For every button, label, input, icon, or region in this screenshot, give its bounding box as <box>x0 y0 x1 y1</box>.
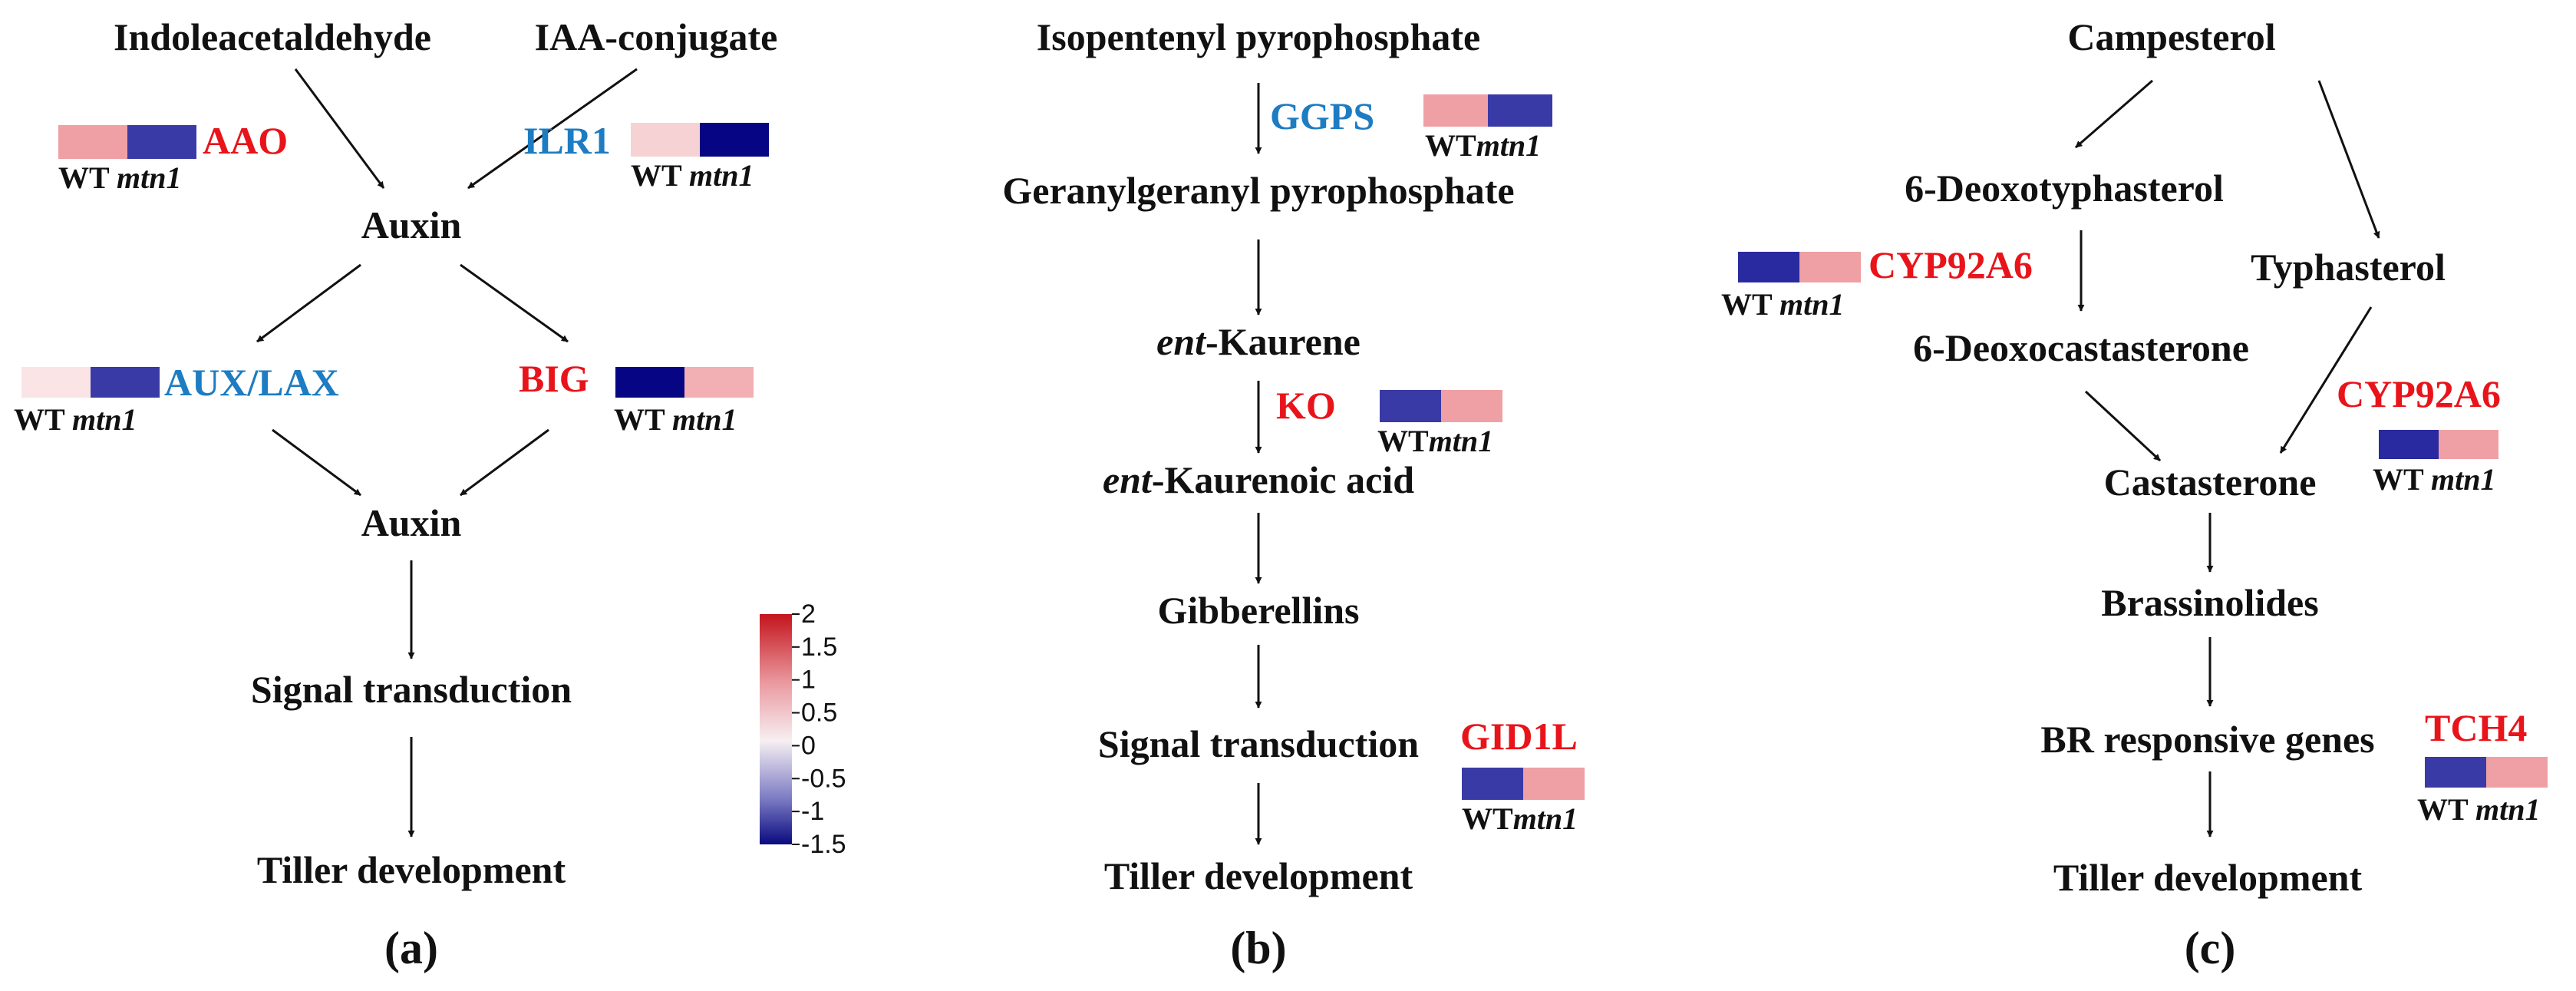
wt-mtn1-label: WTmtn1 <box>1425 128 1541 163</box>
gene-label-tch4: TCH4 <box>2425 706 2527 749</box>
node-iaa-conjugate: IAA-conjugate <box>535 15 778 58</box>
wt-mtn1-label: WT mtn1 <box>2373 462 2495 497</box>
heatmap-ggps <box>1423 94 1552 127</box>
heatmap-gid1l <box>1462 768 1585 800</box>
node-tiller-development: Tiller development <box>1104 854 1413 897</box>
heat-cell-mtn1 <box>700 123 769 157</box>
color-scale-tick-label: 0.5 <box>801 699 837 728</box>
heatmap-ko <box>1380 390 1502 422</box>
wt-mtn1-label: WT mtn1 <box>631 158 754 193</box>
heat-cell-mtn1 <box>1441 390 1502 422</box>
heat-cell-wt <box>1462 768 1523 800</box>
heat-cell-wt <box>1423 94 1488 127</box>
wt-mtn1-label: WT mtn1 <box>14 402 137 437</box>
gene-label-aao: AAO <box>203 119 288 162</box>
color-scale-tick-label: 1 <box>801 666 816 695</box>
node-signal-transduction: Signal transduction <box>251 668 572 711</box>
heat-cell-mtn1 <box>684 367 754 398</box>
heat-cell-wt <box>1738 252 1799 282</box>
heat-cell-mtn1 <box>2439 430 2498 459</box>
node-geranylgeranyl-pyrophosphate: Geranylgeranyl pyrophosphate <box>1002 169 1514 212</box>
wt-mtn1-label: WT mtn1 <box>58 160 181 195</box>
color-scale-ticks: 2 1.5 1 0.5 0 -0.5 -1 -1.5 <box>792 600 846 859</box>
color-scale-tick-label: 1.5 <box>801 633 837 662</box>
wt-mtn1-label: WTmtn1 <box>1377 424 1493 458</box>
gene-label-gid1l: GID1L <box>1460 715 1578 758</box>
gene-label-ko: KO <box>1276 384 1336 427</box>
heat-cell-wt <box>1380 390 1441 422</box>
color-scale-legend: 2 1.5 1 0.5 0 -0.5 -1 -1.5 <box>760 600 846 859</box>
arrow-campesterol-typhasterol <box>2317 80 2380 239</box>
node-brassinolides: Brassinolides <box>2101 581 2318 624</box>
node-ent-kaurene: ent-Kaurene <box>1156 320 1361 363</box>
heat-cell-wt <box>21 367 91 398</box>
node-tiller-development: Tiller development <box>257 848 566 891</box>
panel-a: Indoleacetaldehyde IAA-conjugate AAO WT … <box>14 15 777 973</box>
node-auxin-2: Auxin <box>361 501 462 544</box>
gene-label-aux-lax: AUX/LAX <box>164 361 339 404</box>
wt-mtn1-label: WT mtn1 <box>614 402 737 437</box>
color-scale-tick-label: 0 <box>801 731 816 760</box>
heatmap-big <box>615 367 754 398</box>
color-scale-bar <box>760 614 792 844</box>
heat-cell-wt <box>58 125 127 159</box>
gene-label-big: BIG <box>519 357 589 400</box>
node-6-deoxotyphasterol: 6-Deoxotyphasterol <box>1905 167 2224 210</box>
heatmap-tch4 <box>2425 757 2548 788</box>
panel-b: Isopentenyl pyrophosphate GGPS WTmtn1 Ge… <box>1002 15 1585 973</box>
heat-cell-mtn1 <box>1488 94 1552 127</box>
heatmap-aao <box>58 125 196 159</box>
gene-label-cyp92a6: CYP92A6 <box>1869 243 2033 286</box>
heat-cell-wt <box>2425 757 2486 788</box>
node-ent-kaurenoic-acid: ent-Kaurenoic acid <box>1103 458 1414 501</box>
color-scale-tick-label: -1 <box>801 797 824 826</box>
panel-caption-c: (c) <box>2185 923 2236 973</box>
color-scale-tick-label: -0.5 <box>801 764 846 793</box>
heatmap-cyp92a6-2 <box>2379 430 2498 459</box>
wt-mtn1-label: WT mtn1 <box>1721 287 1844 322</box>
gene-label-cyp92a6: CYP92A6 <box>2337 372 2501 415</box>
heat-cell-mtn1 <box>127 125 196 159</box>
gene-label-ilr1: ILR1 <box>523 119 611 162</box>
node-br-responsive-genes: BR responsive genes <box>2040 718 2374 761</box>
heat-cell-mtn1 <box>1523 768 1585 800</box>
heat-cell-mtn1 <box>2486 757 2548 788</box>
heat-cell-wt <box>2379 430 2439 459</box>
color-scale-tick-label: 2 <box>801 600 816 629</box>
wt-mtn1-label: WT mtn1 <box>2417 792 2540 827</box>
node-isopentenyl-pyrophosphate: Isopentenyl pyrophosphate <box>1037 15 1480 58</box>
arrow-iaa-conjugate-auxin <box>467 68 638 190</box>
node-campesterol: Campesterol <box>2067 15 2275 58</box>
arrow-indoleacetaldehyde-auxin <box>294 68 385 189</box>
node-6-deoxocastasterone: 6-Deoxocastasterone <box>1913 326 2249 369</box>
panel-caption-b: (b) <box>1230 923 1286 973</box>
panel-caption-a: (a) <box>384 923 438 973</box>
node-tiller-development: Tiller development <box>2053 856 2363 899</box>
color-scale-tick-label: -1.5 <box>801 830 846 859</box>
wt-mtn1-label: WTmtn1 <box>1462 801 1578 836</box>
arrow-campesterol-deoxotyphasterol <box>2075 79 2153 149</box>
node-typhasterol: Typhasterol <box>2251 246 2446 289</box>
arrow-big-auxin <box>460 428 549 497</box>
node-castasterone: Castasterone <box>2104 461 2317 504</box>
node-signal-transduction: Signal transduction <box>1098 722 1419 765</box>
panel-c: Campesterol 6-Deoxotyphasterol CYP92A6 W… <box>1721 15 2548 973</box>
arrow-auxin-big <box>460 263 569 343</box>
heat-cell-mtn1 <box>1799 252 1861 282</box>
arrow-deoxocastasterone-castasterone <box>2084 390 2162 462</box>
node-auxin: Auxin <box>361 203 462 246</box>
node-indoleacetaldehyde: Indoleacetaldehyde <box>114 15 431 58</box>
gene-label-ggps: GGPS <box>1270 94 1374 137</box>
heatmap-ilr1 <box>631 123 769 157</box>
arrow-auxin-aux <box>256 263 361 343</box>
arrow-typhasterol-castasterone <box>2279 306 2373 454</box>
heat-cell-wt <box>615 367 684 398</box>
heat-cell-wt <box>631 123 700 157</box>
arrow-aux-auxin <box>272 428 361 497</box>
heatmap-cyp92a6-1 <box>1738 252 1861 282</box>
node-gibberellins: Gibberellins <box>1157 589 1359 632</box>
heat-cell-mtn1 <box>91 367 160 398</box>
heatmap-aux-lax <box>21 367 160 398</box>
